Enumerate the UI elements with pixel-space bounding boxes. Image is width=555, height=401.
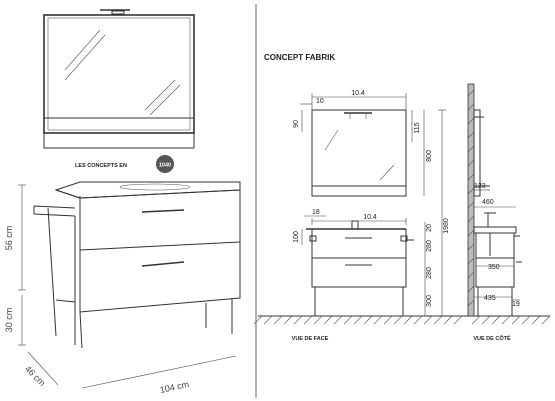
dim-mirror-right: 115 xyxy=(414,122,421,133)
dim-basin-left: 18 xyxy=(312,209,320,216)
dim-top-left: 10 xyxy=(316,98,324,105)
dim-mirror-left: 90 xyxy=(293,120,300,128)
dim-side-460: 460 xyxy=(482,199,494,206)
side-view xyxy=(467,83,522,317)
dim-top-width: 10.4 xyxy=(351,90,365,97)
dim-height-legs: 30 cm xyxy=(4,308,14,333)
dim-width: 104 cm xyxy=(159,379,190,395)
dim-side-19: 19 xyxy=(512,301,520,308)
dim-drawer-bottom: 280 xyxy=(426,267,433,279)
front-view-label: VUE DE FACE xyxy=(292,336,329,342)
vanity-3d xyxy=(33,181,241,349)
dim-basin-top: 20 xyxy=(426,224,433,232)
side-dimensions: 123 460 350 435 19 xyxy=(474,183,520,308)
dim-basin-width: 10.4 xyxy=(363,214,377,221)
concepts-caption: LES CONCEPTS EN 1040 xyxy=(75,155,174,173)
dim-side-435: 435 xyxy=(484,295,496,302)
front-dimensions: 10.4 10 90 115 800 1980 18 10.4 100 20 2… xyxy=(293,90,450,316)
side-view-label: VUE DE CÔTÉ xyxy=(473,334,511,342)
dim-mirror-height: 800 xyxy=(426,150,433,162)
dim-drawer-top: 280 xyxy=(426,240,433,252)
floor xyxy=(253,315,551,325)
left-dimensions: 56 cm 30 cm 46 cm 104 cm xyxy=(4,184,237,395)
dim-basin-depth: 100 xyxy=(293,231,300,243)
front-view xyxy=(306,109,414,316)
concepts-badge-circle xyxy=(156,155,174,173)
dim-total-height: 1980 xyxy=(443,218,450,234)
dim-height-top: 56 cm xyxy=(4,226,14,251)
concepts-text: LES CONCEPTS EN xyxy=(75,163,127,169)
concepts-badge: 1040 xyxy=(159,163,171,169)
right-title: CONCEPT FABRIK xyxy=(264,53,335,62)
dim-depth: 46 cm xyxy=(23,364,47,388)
dim-side-123: 123 xyxy=(474,183,486,190)
mirror-cabinet xyxy=(43,9,195,149)
dim-legs: 300 xyxy=(426,295,433,307)
dim-side-350: 350 xyxy=(488,264,500,271)
